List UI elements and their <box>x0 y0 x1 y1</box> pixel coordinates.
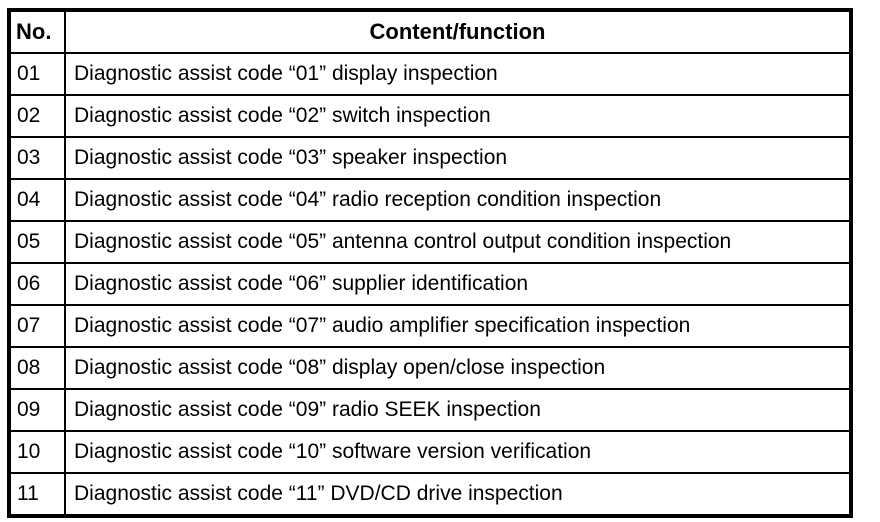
table-row: 02 Diagnostic assist code “02” switch in… <box>8 94 852 138</box>
row-number-cell: 11 <box>8 472 66 517</box>
row-number-cell: 06 <box>8 262 66 306</box>
row-content-cell: Diagnostic assist code “09” radio SEEK i… <box>64 388 852 432</box>
row-number-cell: 03 <box>8 136 66 180</box>
row-content-cell: Diagnostic assist code “08” display open… <box>64 346 852 390</box>
table-row: 05 Diagnostic assist code “05” antenna c… <box>8 220 852 264</box>
table-row: 10 Diagnostic assist code “10” software … <box>8 430 852 474</box>
row-content-cell: Diagnostic assist code “07” audio amplif… <box>64 304 852 348</box>
table-row: 04 Diagnostic assist code “04” radio rec… <box>8 178 852 222</box>
table-row: 01 Diagnostic assist code “01” display i… <box>8 52 852 96</box>
row-content-cell: Diagnostic assist code “05” antenna cont… <box>64 220 852 264</box>
row-content-cell: Diagnostic assist code “10” software ver… <box>64 430 852 474</box>
row-content-cell: Diagnostic assist code “01” display insp… <box>64 52 852 96</box>
header-no: No. <box>8 9 66 54</box>
row-number-cell: 05 <box>8 220 66 264</box>
row-number-cell: 01 <box>8 52 66 96</box>
row-number-cell: 04 <box>8 178 66 222</box>
row-content-cell: Diagnostic assist code “03” speaker insp… <box>64 136 852 180</box>
table-header: No. Content/function <box>8 9 852 54</box>
table-row: 08 Diagnostic assist code “08” display o… <box>8 346 852 390</box>
row-number-cell: 09 <box>8 388 66 432</box>
row-number-cell: 07 <box>8 304 66 348</box>
row-number-cell: 08 <box>8 346 66 390</box>
table-row: 11 Diagnostic assist code “11” DVD/CD dr… <box>8 472 852 517</box>
row-number-cell: 10 <box>8 430 66 474</box>
row-number-cell: 02 <box>8 94 66 138</box>
row-content-cell: Diagnostic assist code “06” supplier ide… <box>64 262 852 306</box>
diagnostic-assist-code-table: No. Content/function 01 Diagnostic assis… <box>7 8 853 518</box>
table-row: 06 Diagnostic assist code “06” supplier … <box>8 262 852 306</box>
table-row: 09 Diagnostic assist code “09” radio SEE… <box>8 388 852 432</box>
table-body: 01 Diagnostic assist code “01” display i… <box>8 52 852 517</box>
row-content-cell: Diagnostic assist code “11” DVD/CD drive… <box>64 472 852 517</box>
header-row: No. Content/function <box>8 9 852 54</box>
header-content-function: Content/function <box>64 9 852 54</box>
row-content-cell: Diagnostic assist code “02” switch inspe… <box>64 94 852 138</box>
table-row: 07 Diagnostic assist code “07” audio amp… <box>8 304 852 348</box>
row-content-cell: Diagnostic assist code “04” radio recept… <box>64 178 852 222</box>
table-row: 03 Diagnostic assist code “03” speaker i… <box>8 136 852 180</box>
